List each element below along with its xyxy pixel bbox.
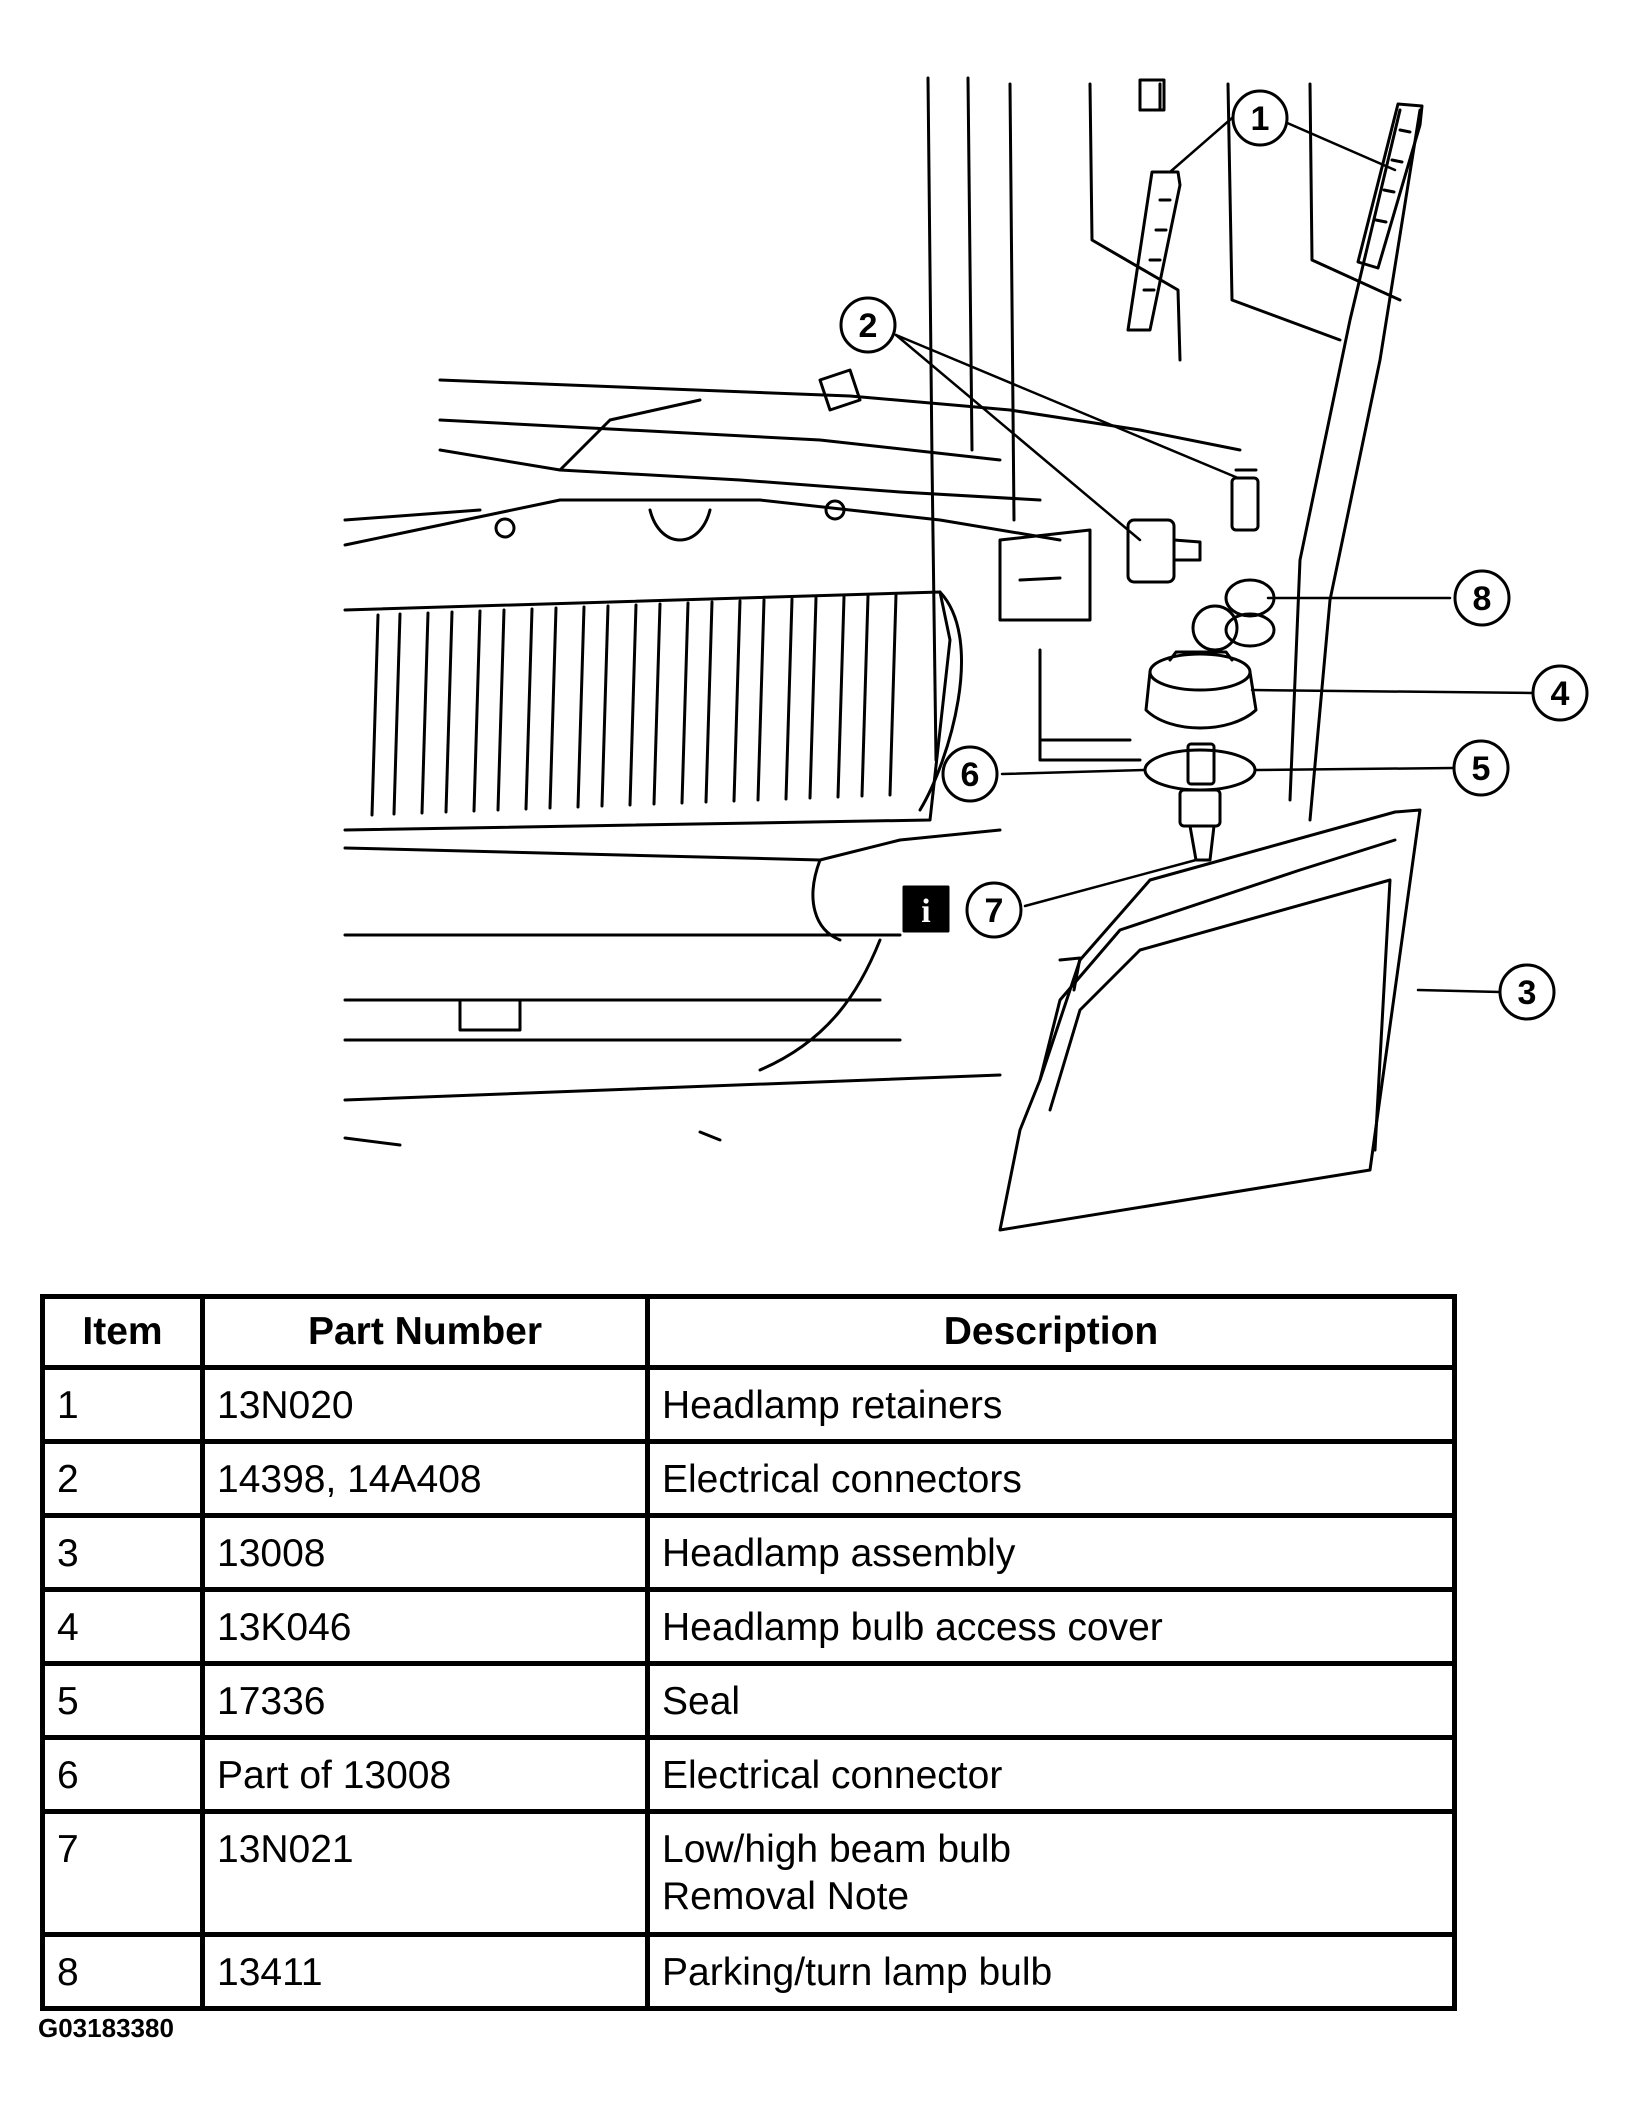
- part-number-cell: 13411: [200, 1932, 650, 2011]
- item-cell: 4: [40, 1587, 205, 1666]
- parts-table: Item Part Number Description 1 13N020 He…: [40, 1294, 1457, 2011]
- item-cell: 3: [40, 1513, 205, 1592]
- description-line: Electrical connectors: [662, 1458, 1022, 1501]
- part-number-cell: 13N020: [200, 1365, 650, 1444]
- parking-turn-bulb: [1191, 578, 1276, 652]
- figure-code: G03183380: [38, 2013, 174, 2043]
- part-number-cell: 14398, 14A408: [200, 1439, 650, 1518]
- description-cell: Parking/turn lamp bulb: [645, 1932, 1457, 2011]
- description-cell: Low/high beam bulb Removal Note: [645, 1809, 1457, 1937]
- part-number-cell: 13008: [200, 1513, 650, 1592]
- svg-text:3: 3: [1518, 974, 1537, 1012]
- callout-leader-lines: [894, 116, 1534, 994]
- headlamp-retainer-right: [1356, 102, 1424, 270]
- callout-4: 4: [1531, 664, 1589, 722]
- description-line: Headlamp bulb access cover: [662, 1606, 1163, 1649]
- description-cell: Headlamp bulb access cover: [645, 1587, 1457, 1666]
- headlamp-assembly: [998, 808, 1422, 1232]
- description-cell: Headlamp assembly: [645, 1513, 1457, 1592]
- svg-text:i: i: [921, 893, 930, 930]
- item-cell: 2: [40, 1439, 205, 1518]
- table-row: 3 13008 Headlamp assembly: [40, 1513, 1457, 1592]
- description-cell: Headlamp retainers: [645, 1365, 1457, 1444]
- table-row: 5 17336 Seal: [40, 1661, 1457, 1740]
- table-row: 4 13K046 Headlamp bulb access cover: [40, 1587, 1457, 1666]
- svg-text:5: 5: [1472, 750, 1491, 788]
- svg-text:7: 7: [985, 892, 1004, 930]
- svg-text:1: 1: [1251, 100, 1270, 138]
- item-cell: 6: [40, 1735, 205, 1814]
- header-item: Item: [40, 1294, 205, 1370]
- description-cell: Seal: [645, 1661, 1457, 1740]
- description-line: Electrical connector: [662, 1754, 1003, 1797]
- part-number-cell: 13K046: [200, 1587, 650, 1666]
- header-part-number: Part Number: [200, 1294, 650, 1370]
- description-line: Headlamp assembly: [662, 1532, 1016, 1575]
- table-row: 6 Part of 13008 Electrical connector: [40, 1735, 1457, 1814]
- description-line: Seal: [662, 1680, 741, 1723]
- item-cell: 5: [40, 1661, 205, 1740]
- info-icon[interactable]: i: [902, 885, 950, 933]
- headlamp-retainer-left: [1126, 170, 1182, 332]
- callout-3: 3: [1498, 963, 1556, 1021]
- item-cell: 8: [40, 1932, 205, 2011]
- callout-8: 8: [1453, 569, 1511, 627]
- table-row: 2 14398, 14A408 Electrical connectors: [40, 1439, 1457, 1518]
- svg-text:4: 4: [1551, 675, 1570, 713]
- vehicle-body-lines: [343, 76, 1422, 1147]
- svg-text:2: 2: [859, 307, 878, 345]
- part-number-cell: 13N021: [200, 1809, 650, 1937]
- bulb-access-cover: [1144, 650, 1258, 730]
- description-line: Low/high beam bulb: [662, 1828, 1012, 1871]
- table-header-row: Item Part Number Description: [40, 1294, 1457, 1370]
- table-row: 1 13N020 Headlamp retainers: [40, 1365, 1457, 1444]
- description-line: Parking/turn lamp bulb: [662, 1951, 1053, 1994]
- callout-5: 5: [1452, 739, 1510, 797]
- description-line: Headlamp retainers: [662, 1384, 1003, 1427]
- table-row: 8 13411 Parking/turn lamp bulb: [40, 1932, 1457, 2011]
- removal-note-link[interactable]: Removal Note: [662, 1875, 910, 1918]
- description-cell: Electrical connectors: [645, 1439, 1457, 1518]
- callout-7: 7: [965, 881, 1023, 939]
- electrical-connector-parts: [1126, 468, 1260, 584]
- part-number-cell: 17336: [200, 1661, 650, 1740]
- callout-2: 2: [839, 296, 897, 354]
- description-cell: Electrical connector: [645, 1735, 1457, 1814]
- headlamp-bulb: [1178, 742, 1222, 862]
- table-row: 7 13N021 Low/high beam bulb Removal Note: [40, 1809, 1457, 1937]
- headlamp-exploded-illustration: 1 2 3 4 5 6 7 8 i: [343, 76, 1589, 1232]
- header-description: Description: [645, 1294, 1457, 1370]
- part-number-cell: Part of 13008: [200, 1735, 650, 1814]
- item-cell: 1: [40, 1365, 205, 1444]
- svg-text:6: 6: [961, 756, 980, 794]
- svg-text:8: 8: [1473, 580, 1492, 618]
- callout-6: 6: [941, 745, 999, 803]
- callout-1: 1: [1231, 89, 1289, 147]
- item-cell: 7: [40, 1809, 205, 1937]
